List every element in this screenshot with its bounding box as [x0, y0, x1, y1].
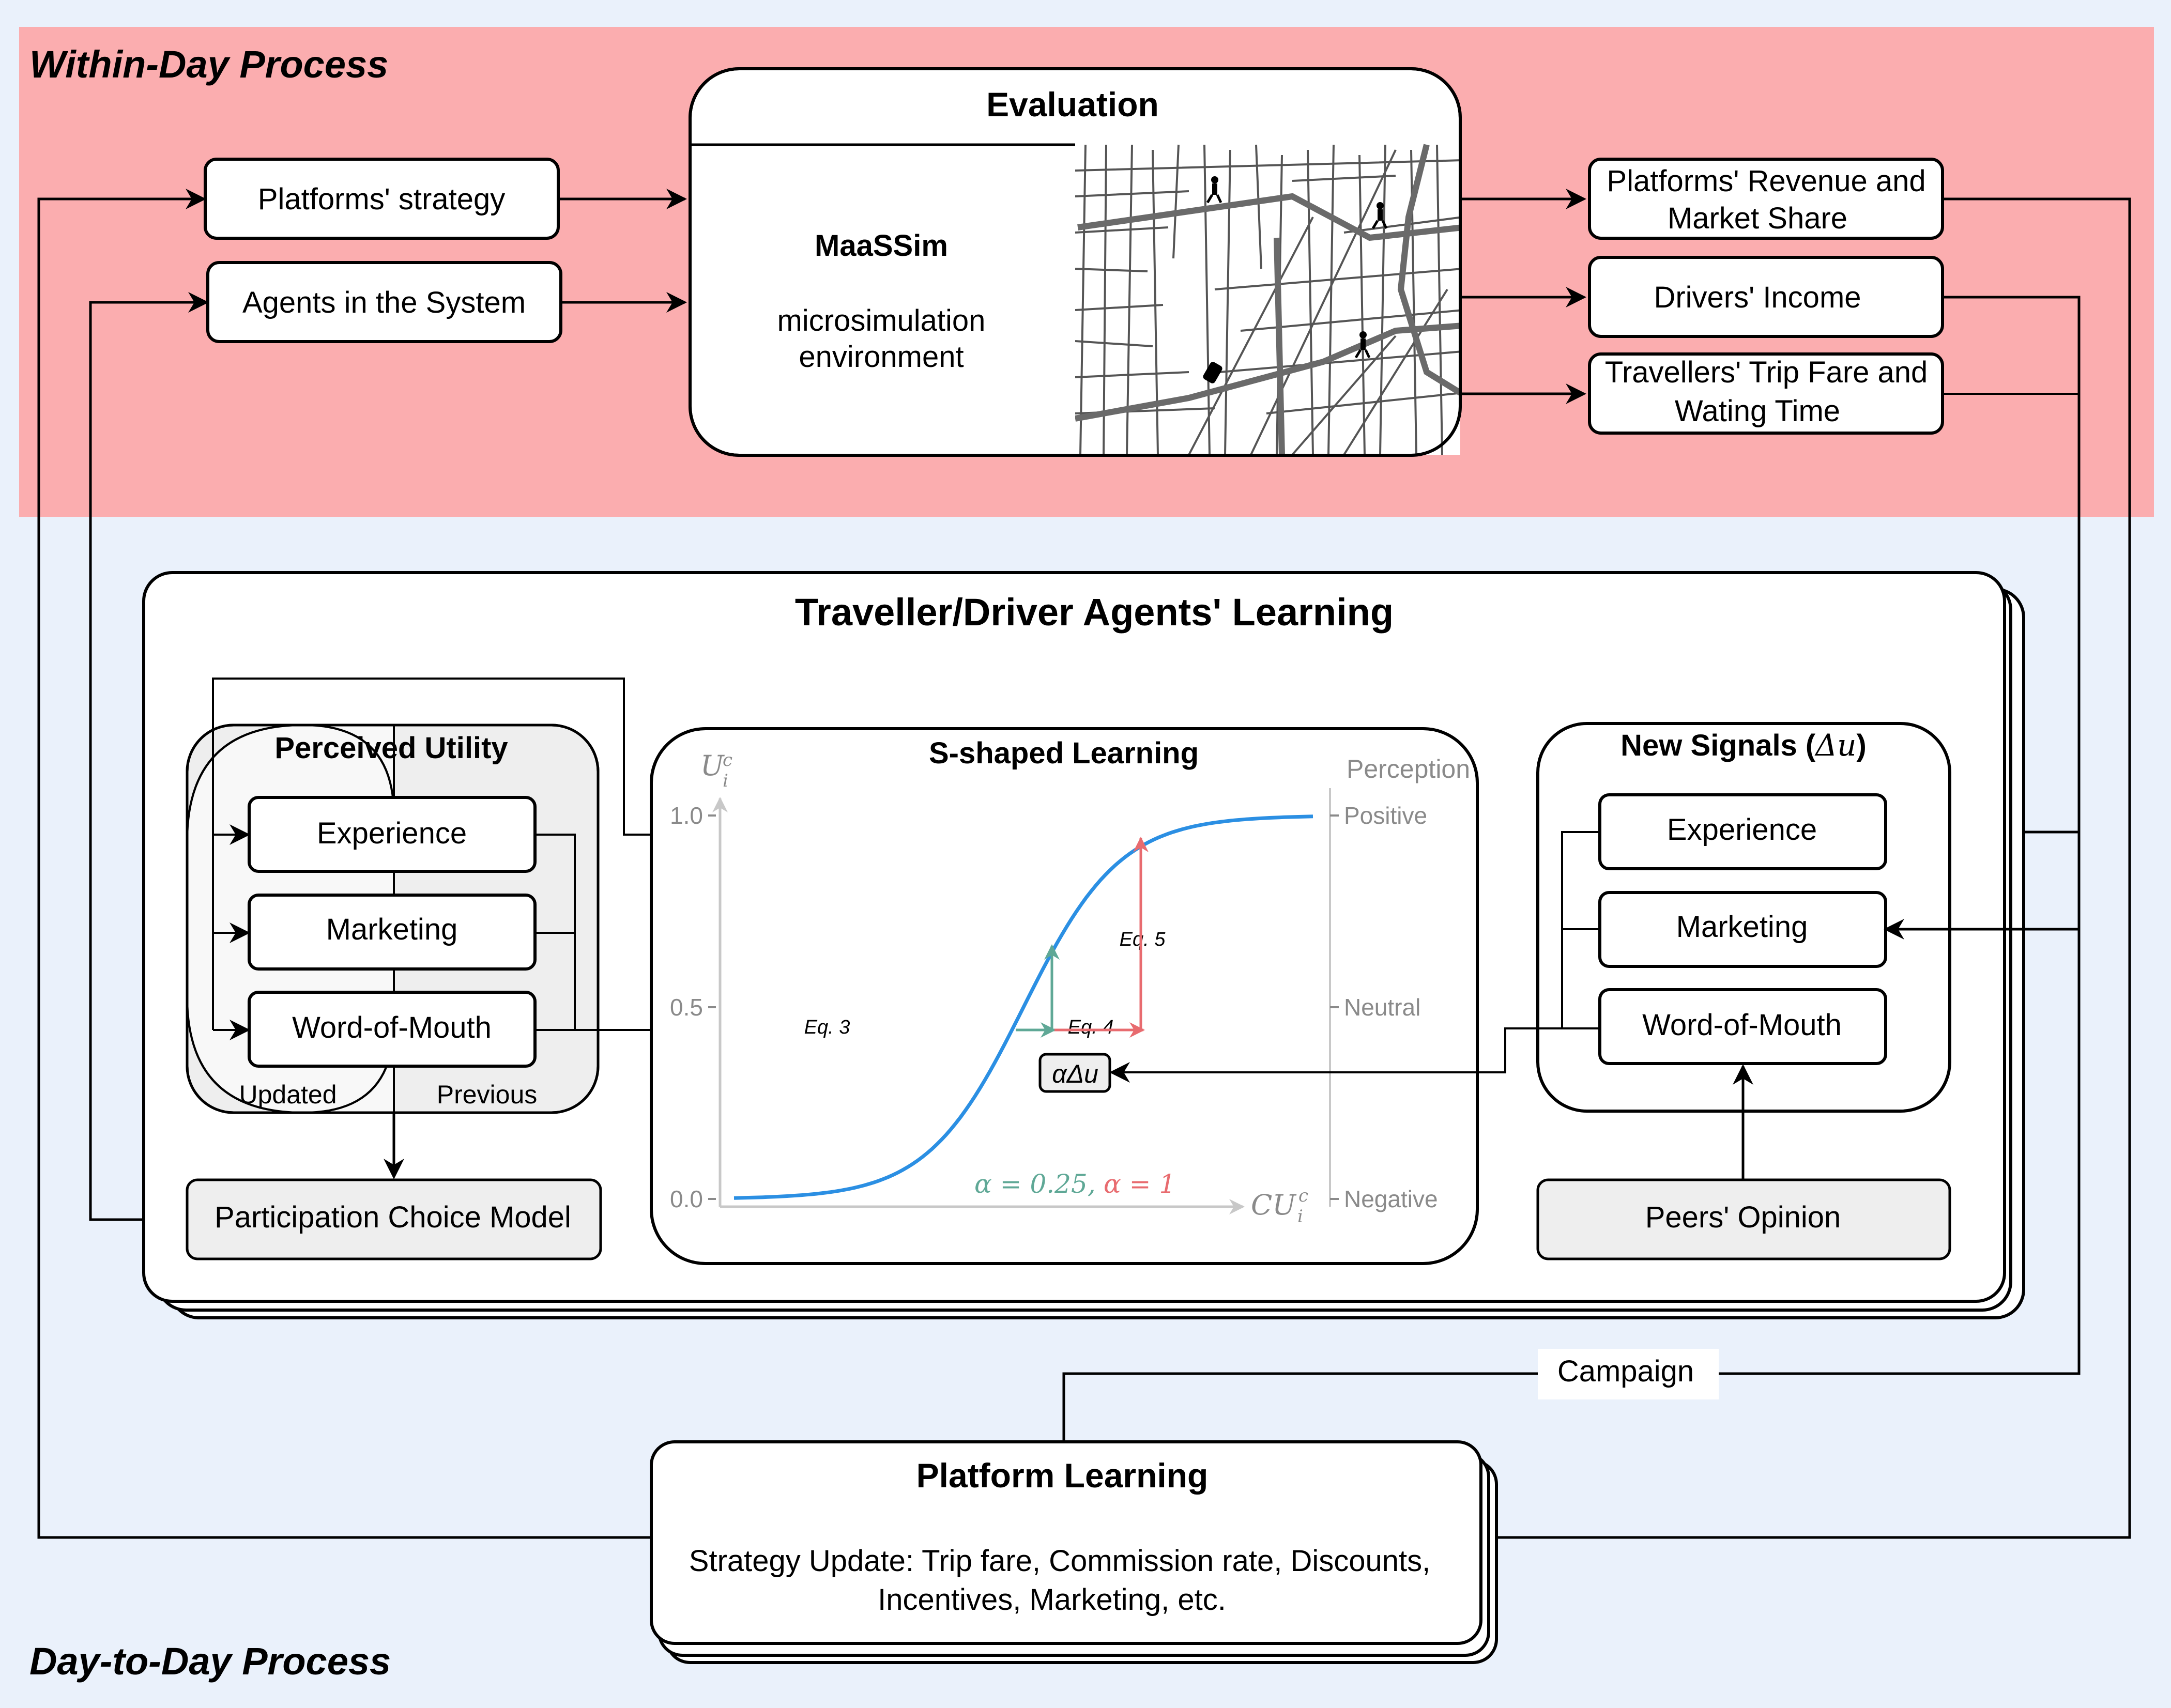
campaign-label: Campaign — [1557, 1355, 1694, 1388]
participation-choice-box: Participation Choice Model — [186, 1178, 602, 1260]
evaluation-title: Evaluation — [986, 85, 1159, 124]
within-day-label: Within-Day Process — [29, 43, 388, 86]
pu-word-of-mouth-label: Word-of-Mouth — [292, 1011, 492, 1044]
drivers-income-label: Drivers' Income — [1654, 281, 1861, 314]
day-to-day-label: Day-to-Day Process — [29, 1640, 391, 1683]
previous-label: Previous — [437, 1080, 538, 1109]
street-map-image — [1075, 142, 1460, 455]
platform-learning-title: Platform Learning — [916, 1456, 1209, 1495]
y-tick-label: 1.0 — [670, 802, 703, 829]
perception-tick-label: Positive — [1344, 802, 1427, 829]
s-curve-series — [733, 814, 1313, 1200]
alpha-high-label: α = 1 — [1104, 1169, 1175, 1199]
pu-marketing-label: Marketing — [326, 913, 458, 946]
x-axis-label: CU — [1251, 1189, 1296, 1221]
chart-title: S-shaped Learning — [929, 736, 1199, 770]
alpha-delta-u-label: αΔu — [1052, 1059, 1098, 1088]
ns-word-of-mouth-label: Word-of-Mouth — [1642, 1008, 1842, 1042]
platform-to-strategy-line — [37, 189, 652, 1539]
strategy-update-line1: Strategy Update: Trip fare, Commission r… — [689, 1544, 1430, 1578]
updated-label: Updated — [239, 1080, 337, 1109]
alpha-low-label: α = 0.25, — [974, 1169, 1096, 1199]
eq3-label: Eq. 3 — [804, 1017, 850, 1038]
new-signals-title: New Signals (Δu) — [1620, 728, 1867, 763]
sim-desc-line1: microsimulation — [777, 304, 986, 337]
campaign-label-box: Campaign — [1538, 1349, 1719, 1399]
y-tick-label: 0.5 — [670, 994, 703, 1021]
revenue-line1: Platforms' Revenue and — [1607, 164, 1925, 198]
peers-opinion-label: Peers' Opinion — [1645, 1201, 1841, 1234]
pu-experience-label: Experience — [317, 817, 467, 850]
evaluation-box: Evaluation MaaSSim microsimulation envir… — [689, 67, 1462, 457]
s-shaped-learning-panel: S-shaped Learning U c i CU c i 1.0 0.5 0.0… — [650, 727, 1479, 1265]
platforms-strategy-box: Platforms' strategy — [204, 158, 560, 240]
agents-in-system-box: Agents in the System — [206, 261, 562, 343]
y-tick-label: 0.0 — [670, 1186, 703, 1212]
ns-word-of-mouth-box: Word-of-Mouth — [1598, 988, 1887, 1065]
maassim-label: MaaSSim — [815, 229, 948, 263]
pedestrian-icon — [1206, 176, 1388, 359]
participation-choice-label: Participation Choice Model — [215, 1201, 571, 1234]
drivers-income-box: Drivers' Income — [1588, 256, 1944, 338]
perception-axis-title: Perception — [1347, 755, 1470, 783]
revenue-box: Platforms' Revenue and Market Share — [1588, 158, 1944, 240]
eq5-label: Eq. 5 — [1120, 929, 1166, 950]
platform-learning-panel: Platform Learning Strategy Update: Trip … — [650, 1440, 1498, 1664]
y-axis-label: U — [700, 749, 725, 782]
peers-opinion-box: Peers' Opinion — [1536, 1178, 1951, 1260]
pu-merge-line — [535, 834, 576, 1031]
car-icon — [1203, 362, 1222, 383]
trip-fare-box: Travellers' Trip Fare and Wating Time — [1588, 352, 1944, 435]
ns-to-alpha-arrow — [1109, 1027, 1562, 1083]
sim-desc-line2: environment — [799, 340, 964, 374]
ns-experience-label: Experience — [1667, 813, 1817, 847]
revenue-line2: Market Share — [1668, 202, 1847, 235]
perception-tick-label: Neutral — [1344, 994, 1420, 1021]
agents-learning-title: Traveller/Driver Agents' Learning — [795, 591, 1394, 634]
agents-in-system-label: Agents in the System — [242, 286, 526, 319]
y-ticks: 1.0 0.5 0.0 — [670, 802, 716, 1212]
ns-marketing-label: Marketing — [1676, 910, 1808, 944]
eq4-label: Eq. 4 — [1068, 1017, 1114, 1038]
ns-experience-box: Experience — [1598, 793, 1887, 870]
platforms-strategy-label: Platforms' strategy — [258, 182, 505, 216]
x-axis-label-sup: c — [1298, 1186, 1308, 1206]
y-axis-label-sub: i — [723, 771, 728, 791]
ns-merge-line — [1561, 831, 1600, 1029]
trip-fare-line1: Travellers' Trip Fare and — [1605, 356, 1928, 389]
ns-marketing-box: Marketing — [1598, 891, 1887, 968]
pu-marketing-box: Marketing — [248, 894, 537, 971]
trip-fare-line2: Wating Time — [1675, 394, 1840, 428]
strategy-update-line2: Incentives, Marketing, etc. — [878, 1583, 1226, 1617]
x-axis-label-sub: i — [1297, 1206, 1303, 1227]
pu-experience-box: Experience — [248, 796, 537, 873]
revenue-to-platform-line — [1476, 197, 2131, 1548]
pu-word-of-mouth-box: Word-of-Mouth — [248, 991, 537, 1068]
y-axis-label-sup: c — [723, 750, 732, 771]
perception-tick-label: Negative — [1344, 1186, 1438, 1212]
participation-to-agents-line — [89, 292, 209, 1221]
alpha-delta-u-box: αΔu — [1038, 1053, 1111, 1093]
perceived-utility-title: Perceived Utility — [274, 731, 508, 765]
